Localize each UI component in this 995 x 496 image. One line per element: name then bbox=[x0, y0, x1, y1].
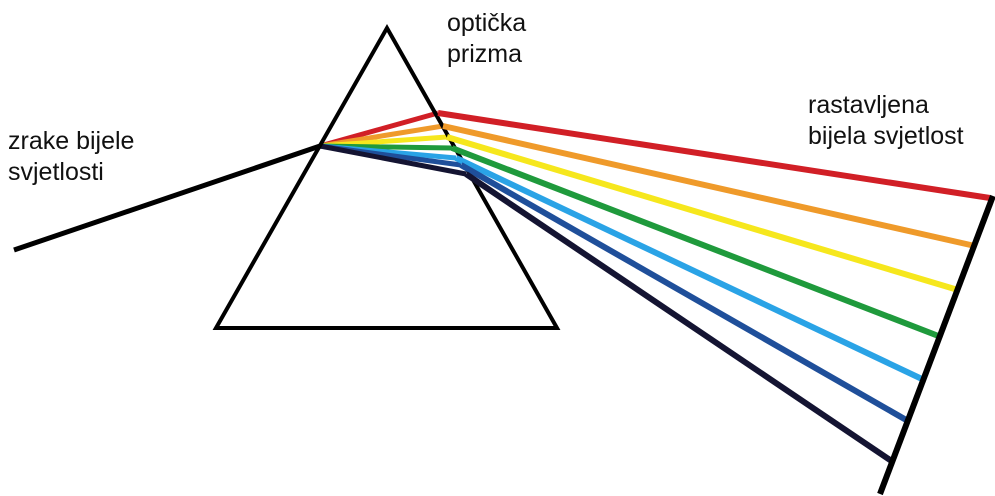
dispersed-ray-green bbox=[450, 145, 943, 340]
internal-rays bbox=[319, 110, 467, 177]
dispersed-light-label-line-1: rastavljena bbox=[808, 91, 929, 119]
dispersed-light-label-line-2: bijela svjetlost bbox=[808, 122, 964, 150]
dispersed-ray-yellow bbox=[446, 134, 959, 293]
prism-label-line-2: prizma bbox=[447, 40, 523, 68]
white-light-label-line-2: svjetlosti bbox=[8, 158, 104, 186]
dispersed-light-label: rastavljena bijela svjetlost bbox=[808, 90, 964, 152]
white-light-label-line-1: zrake bijele bbox=[8, 127, 135, 155]
optical-prism bbox=[212, 23, 561, 330]
dispersed-ray-violet bbox=[464, 171, 895, 465]
dispersed-ray-red bbox=[437, 110, 991, 201]
prism-label: optička prizma bbox=[447, 8, 526, 70]
dispersed-ray-blue bbox=[454, 155, 926, 383]
internal-ray-violet bbox=[319, 143, 467, 177]
dispersed-ray-orange bbox=[442, 123, 976, 249]
incident-white-light-ray bbox=[13, 143, 321, 253]
white-light-label: zrake bijele svjetlosti bbox=[8, 126, 134, 188]
dispersed-rays bbox=[437, 110, 991, 465]
projection-screen bbox=[877, 194, 995, 496]
prism-label-line-1: optička bbox=[447, 9, 527, 37]
dispersed-ray-indigo bbox=[459, 162, 910, 424]
